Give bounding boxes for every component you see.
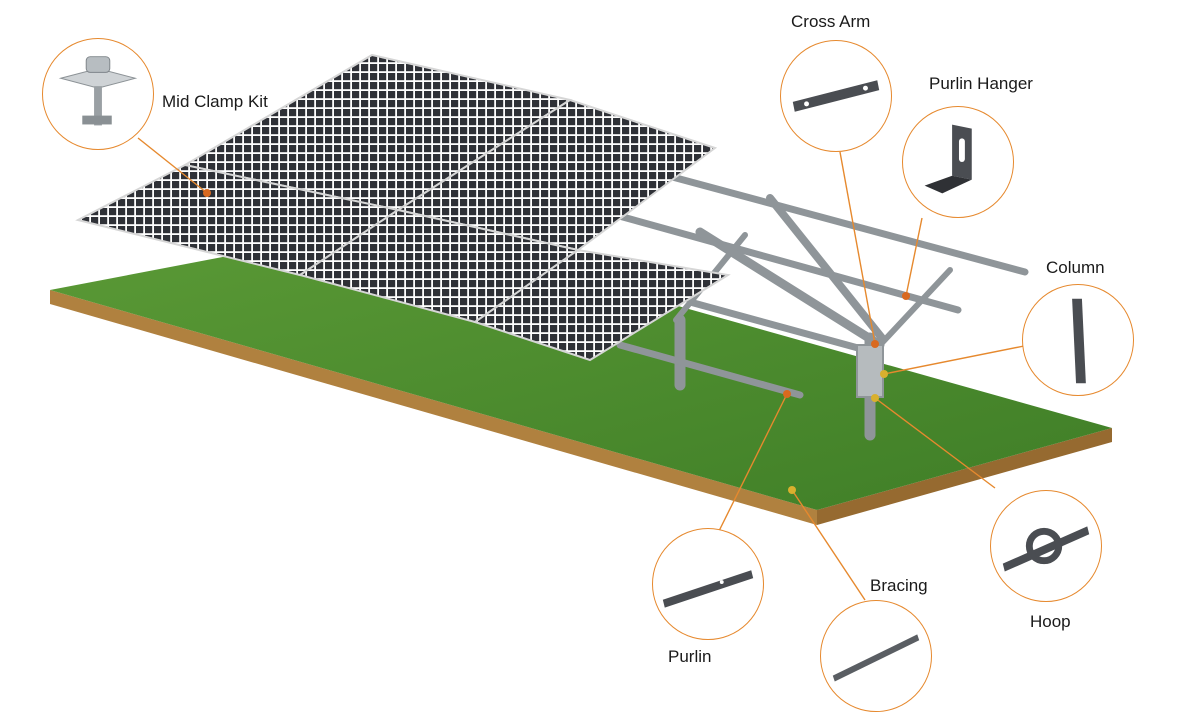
bracing-member-2 — [877, 267, 953, 348]
dot-purlin-hanger — [902, 292, 910, 300]
soil-front-face — [50, 290, 817, 525]
leader-purlin-hanger — [905, 217, 923, 297]
dot-hoop — [871, 394, 879, 402]
cross-arm-beam-upper — [766, 194, 886, 342]
dot-purlin — [783, 390, 791, 398]
purlin-hanger-icon — [924, 124, 972, 194]
solar-panel-front-right — [472, 248, 731, 362]
label-bracing: Bracing — [870, 576, 928, 595]
leader-mid-clamp-kit — [137, 137, 208, 194]
callout-bracing — [820, 600, 932, 712]
cross-arm-icon — [792, 80, 880, 112]
grass-surface — [50, 225, 1112, 510]
hoop-icon — [1002, 526, 1090, 572]
leader-purlin — [717, 393, 788, 534]
ground-base — [50, 225, 1112, 525]
callout-column — [1022, 284, 1134, 396]
bracing-icon — [832, 634, 920, 682]
solar-panel-array — [75, 53, 731, 362]
dot-column — [880, 370, 888, 378]
callout-purlin-hanger — [902, 106, 1014, 218]
purlin-rail-3 — [686, 298, 884, 358]
dot-cross-arm — [871, 340, 879, 348]
purlin-icon — [662, 570, 754, 608]
dot-bracing — [788, 486, 796, 494]
column-icon — [1072, 298, 1086, 384]
leader-hoop — [874, 397, 996, 489]
label-purlin-hanger: Purlin Hanger — [929, 74, 1033, 93]
leader-cross-arm — [839, 151, 876, 345]
dot-mid-clamp-kit — [203, 189, 211, 197]
callout-hoop — [990, 490, 1102, 602]
label-purlin: Purlin — [668, 647, 712, 666]
leader-column — [883, 345, 1025, 375]
soil-side-face — [817, 428, 1112, 525]
purlin-rail-2 — [608, 210, 962, 314]
callout-mid-clamp-kit — [42, 38, 154, 150]
callout-purlin — [652, 528, 764, 640]
column-sleeve — [856, 344, 884, 398]
label-hoop: Hoop — [1030, 612, 1071, 631]
label-cross-arm: Cross Arm — [791, 12, 871, 31]
leader-lines — [137, 137, 1025, 601]
label-mid-clamp-kit: Mid Clamp Kit — [162, 92, 268, 111]
leader-bracing — [791, 489, 866, 601]
callout-cross-arm — [780, 40, 892, 152]
purlin-rail-1 — [661, 171, 1029, 276]
mid-clamp-icon — [58, 56, 138, 126]
leader-dots — [203, 189, 910, 494]
label-column: Column — [1046, 258, 1105, 277]
bracing-member-1 — [616, 341, 804, 399]
